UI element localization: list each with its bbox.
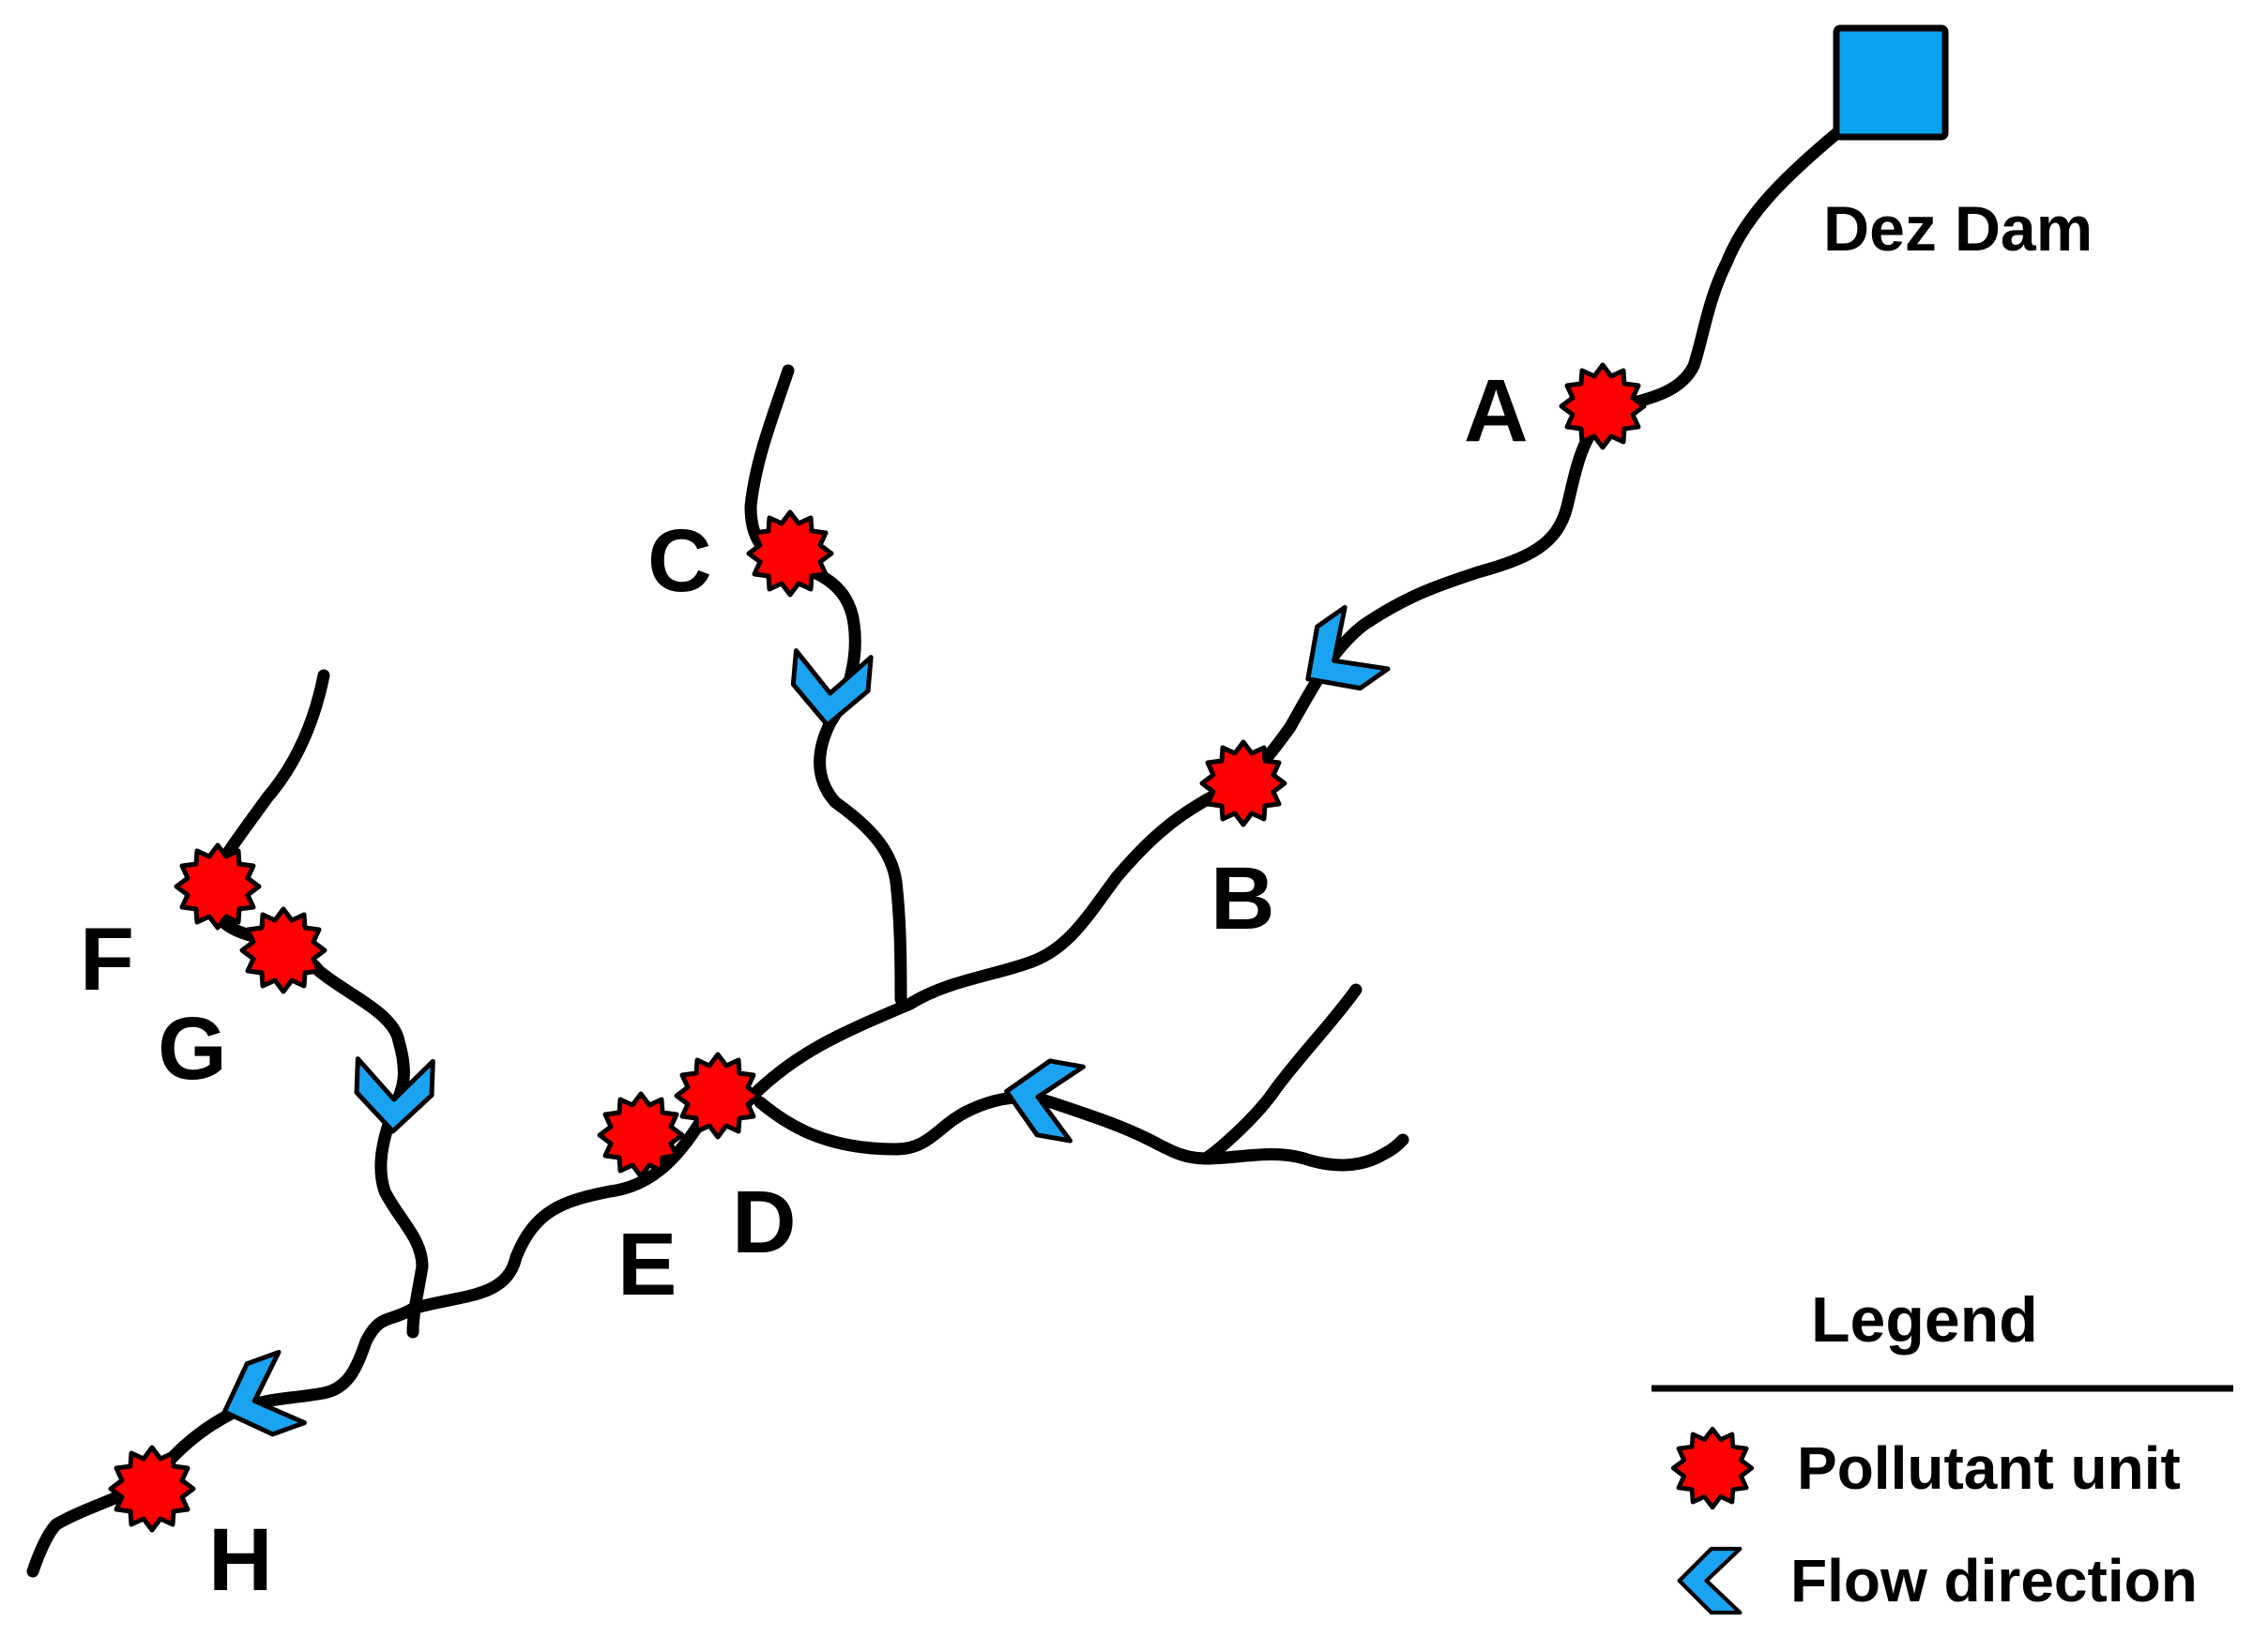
legend-item-pollutant: Pollutant unit — [1797, 1434, 2181, 1502]
pollutant-f-icon — [176, 845, 259, 928]
point-label-h: H — [208, 1510, 273, 1610]
point-labels: A B C D E F G H — [80, 361, 1529, 1610]
point-label-e: E — [617, 1215, 677, 1314]
pollutant-units — [111, 365, 1644, 1530]
point-label-b: B — [1210, 849, 1275, 948]
point-label-c: C — [647, 511, 712, 611]
legend-item-flow: Flow direction — [1790, 1547, 2198, 1614]
point-label-d: D — [732, 1173, 797, 1272]
point-label-f: F — [80, 910, 134, 1009]
dam-label: Dez Dam — [1823, 193, 2093, 265]
tributary-northeast — [1199, 983, 1362, 1165]
pollutant-d-icon — [677, 1054, 759, 1137]
point-label-g: G — [158, 999, 227, 1099]
main-river — [26, 125, 1846, 1578]
square-icon — [1833, 24, 1949, 141]
red-star-icon — [1673, 1429, 1752, 1508]
point-label-a: A — [1464, 361, 1529, 461]
blue-chevron-icon — [1680, 1549, 1741, 1613]
tributary-east — [754, 1091, 1409, 1172]
river-network — [26, 125, 1846, 1578]
tributary-c — [744, 364, 907, 1006]
tributary-f — [203, 669, 429, 1339]
pollutant-a-icon — [1561, 365, 1644, 447]
legend-title: Legend — [1811, 1284, 2038, 1356]
legend: Legend Pollutant unit Flow direction — [1652, 1284, 2233, 1614]
pollutant-g-icon — [242, 909, 325, 992]
pollutant-c-icon — [749, 512, 831, 595]
pollutant-h-icon — [111, 1447, 193, 1530]
dez-dam: Dez Dam — [1823, 24, 2093, 265]
